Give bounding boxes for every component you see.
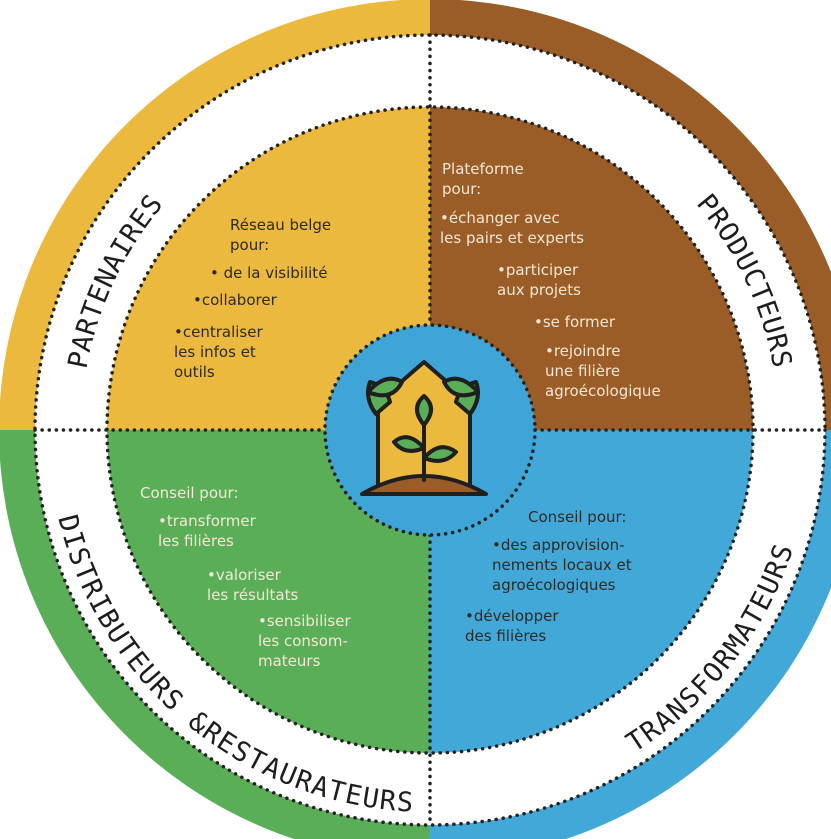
distributeurs-item-3-line: •sensibiliser: [258, 612, 351, 630]
distributeurs-item-2-line: les résultats: [207, 586, 298, 604]
partenaires-intro-line: pour:: [230, 236, 269, 254]
producteurs-intro-line: Plateforme: [442, 160, 524, 178]
producteurs-item-1-line: •échanger avec: [440, 209, 560, 227]
partenaires-item-3-line: outils: [174, 363, 215, 381]
distributeurs-item-2-line: •valoriser: [207, 566, 282, 584]
producteurs-item-2-line: aux projets: [497, 281, 581, 299]
quadrant-text-distributeurs: Conseil pour: •transformer les filières •va…: [140, 484, 351, 670]
inner-quadrants: [107, 107, 753, 753]
quadrant-text: Réseau belge pour: • de la visibilité •coll…: [140, 160, 661, 670]
distributeurs-item-1-line: les filières: [158, 532, 234, 550]
transformateurs-item-1-line: agroécologiques: [492, 576, 616, 594]
producteurs-intro-line: pour:: [442, 180, 481, 198]
producteurs-item-4-line: agroécologique: [545, 382, 661, 400]
house-with-plant-icon: [360, 360, 488, 496]
partenaires-item-2-line: •collaborer: [193, 291, 278, 309]
quadrant-transformateurs: [430, 430, 753, 753]
quadrant-producteurs: [430, 107, 753, 430]
partenaires-item-3-line: les infos et: [174, 343, 256, 361]
transformateurs-item-1-line: •des approvision-: [492, 536, 625, 554]
quadrant-text-producteurs: Plateforme pour: •échanger avec les pairs e…: [440, 160, 661, 400]
producteurs-item-4-line: •rejoindre: [545, 342, 621, 360]
transformateurs-item-2-line: des filières: [465, 627, 546, 645]
transformateurs-item-2-line: •développer: [465, 607, 559, 625]
quadrant-partenaires: [107, 107, 430, 430]
partenaires-item-1-line: • de la visibilité: [210, 264, 327, 282]
producteurs-item-3-line: •se former: [534, 313, 616, 331]
producteurs-item-1-line: les pairs et experts: [440, 229, 584, 247]
distributeurs-item-3-line: mateurs: [258, 652, 321, 670]
quadrant-distributeurs: [107, 430, 430, 753]
partenaires-item-3-line: •centraliser: [174, 323, 263, 341]
quadrant-text-partenaires: Réseau belge pour: • de la visibilité •coll…: [174, 216, 331, 381]
dotted-dividers: [33, 33, 827, 827]
distributeurs-intro-line: Conseil pour:: [140, 484, 238, 502]
transformateurs-intro-line: Conseil pour:: [528, 508, 626, 526]
producteurs-item-2-line: •participer: [497, 261, 579, 279]
partenaires-intro-line: Réseau belge: [230, 216, 331, 234]
transformateurs-item-1-line: nements locaux et: [492, 556, 632, 574]
distributeurs-item-1-line: •transformer: [158, 512, 257, 530]
producteurs-item-4-line: une filière: [545, 362, 620, 380]
quadrant-text-transformateurs: Conseil pour: •des approvision-nements lo…: [465, 508, 632, 645]
distributeurs-item-3-line: les consom-: [258, 632, 348, 650]
